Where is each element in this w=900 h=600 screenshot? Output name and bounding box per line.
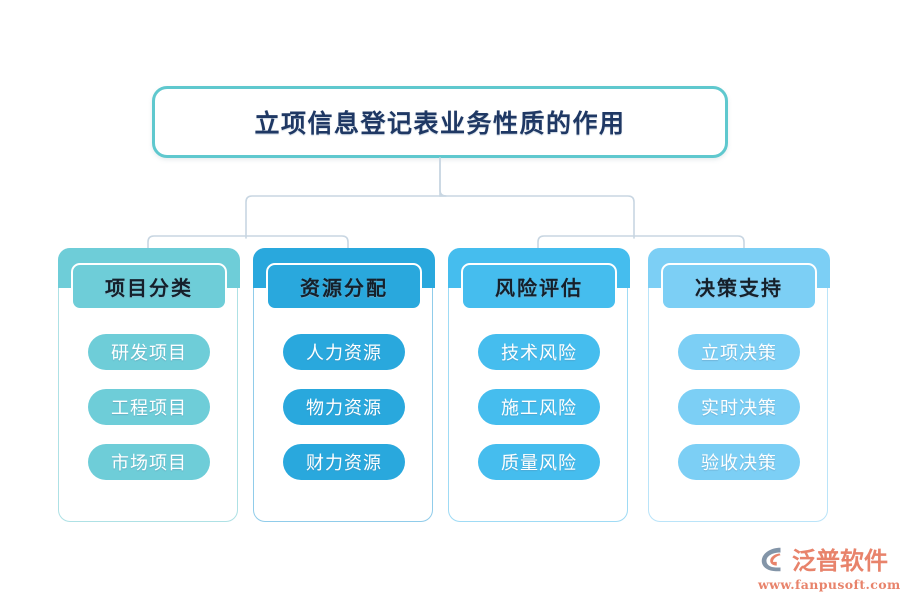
list-item-label: 施工风险 bbox=[501, 398, 577, 419]
column-card-decision-support[interactable]: 决策支持 立项决策 实时决策 验收决策 bbox=[648, 248, 830, 523]
list-item-label: 质量风险 bbox=[501, 453, 577, 474]
card-body: 研发项目 工程项目 市场项目 bbox=[59, 311, 239, 523]
card-body: 人力资源 物力资源 财力资源 bbox=[254, 311, 434, 523]
card-body: 立项决策 实时决策 验收决策 bbox=[649, 311, 829, 523]
logo-url: www.fanpusoft.com bbox=[758, 577, 900, 592]
list-item-label: 市场项目 bbox=[111, 453, 187, 474]
root-title: 立项信息登记表业务性质的作用 bbox=[254, 109, 626, 138]
list-item[interactable]: 施工风险 bbox=[478, 389, 600, 425]
list-item-label: 财力资源 bbox=[306, 453, 382, 474]
card-header-label: 风险评估 bbox=[495, 276, 583, 300]
root-node: 立项信息登记表业务性质的作用 bbox=[152, 86, 728, 158]
card-header-label: 资源分配 bbox=[300, 276, 388, 300]
list-item[interactable]: 技术风险 bbox=[478, 334, 600, 370]
list-item-label: 验收决策 bbox=[701, 453, 777, 474]
list-item[interactable]: 实时决策 bbox=[678, 389, 800, 425]
list-item[interactable]: 工程项目 bbox=[88, 389, 210, 425]
list-item[interactable]: 物力资源 bbox=[283, 389, 405, 425]
watermark-logo: 泛普软件 www.fanpusoft.com bbox=[758, 541, 900, 593]
list-item[interactable]: 财力资源 bbox=[283, 444, 405, 480]
list-item-label: 研发项目 bbox=[111, 343, 187, 364]
list-item[interactable]: 人力资源 bbox=[283, 334, 405, 370]
card-body: 技术风险 施工风险 质量风险 bbox=[449, 311, 629, 523]
list-item-label: 人力资源 bbox=[306, 343, 382, 364]
list-item[interactable]: 研发项目 bbox=[88, 334, 210, 370]
list-item-label: 实时决策 bbox=[701, 398, 777, 419]
card-header-resource-allocation[interactable]: 资源分配 bbox=[266, 263, 422, 310]
card-header-decision-support[interactable]: 决策支持 bbox=[661, 263, 817, 310]
list-item[interactable]: 质量风险 bbox=[478, 444, 600, 480]
column-card-resource-allocation[interactable]: 资源分配 人力资源 物力资源 财力资源 bbox=[253, 248, 435, 523]
logo-row: 泛普软件 bbox=[758, 541, 894, 576]
logo-brand-name: 泛普软件 bbox=[792, 546, 888, 575]
card-header-label: 决策支持 bbox=[695, 276, 783, 300]
card-header-risk-assessment[interactable]: 风险评估 bbox=[461, 263, 617, 310]
card-header-label: 项目分类 bbox=[105, 276, 193, 300]
column-card-risk-assessment[interactable]: 风险评估 技术风险 施工风险 质量风险 bbox=[448, 248, 630, 523]
list-item-label: 立项决策 bbox=[701, 343, 777, 364]
card-header-project-classification[interactable]: 项目分类 bbox=[71, 263, 227, 310]
column-card-project-classification[interactable]: 项目分类 研发项目 工程项目 市场项目 bbox=[58, 248, 240, 523]
list-item-label: 物力资源 bbox=[306, 398, 382, 419]
list-item[interactable]: 验收决策 bbox=[678, 444, 800, 480]
list-item[interactable]: 立项决策 bbox=[678, 334, 800, 370]
list-item[interactable]: 市场项目 bbox=[88, 444, 210, 480]
list-item-label: 技术风险 bbox=[501, 343, 577, 364]
list-item-label: 工程项目 bbox=[111, 398, 187, 419]
fanpu-logo-icon bbox=[761, 547, 781, 571]
